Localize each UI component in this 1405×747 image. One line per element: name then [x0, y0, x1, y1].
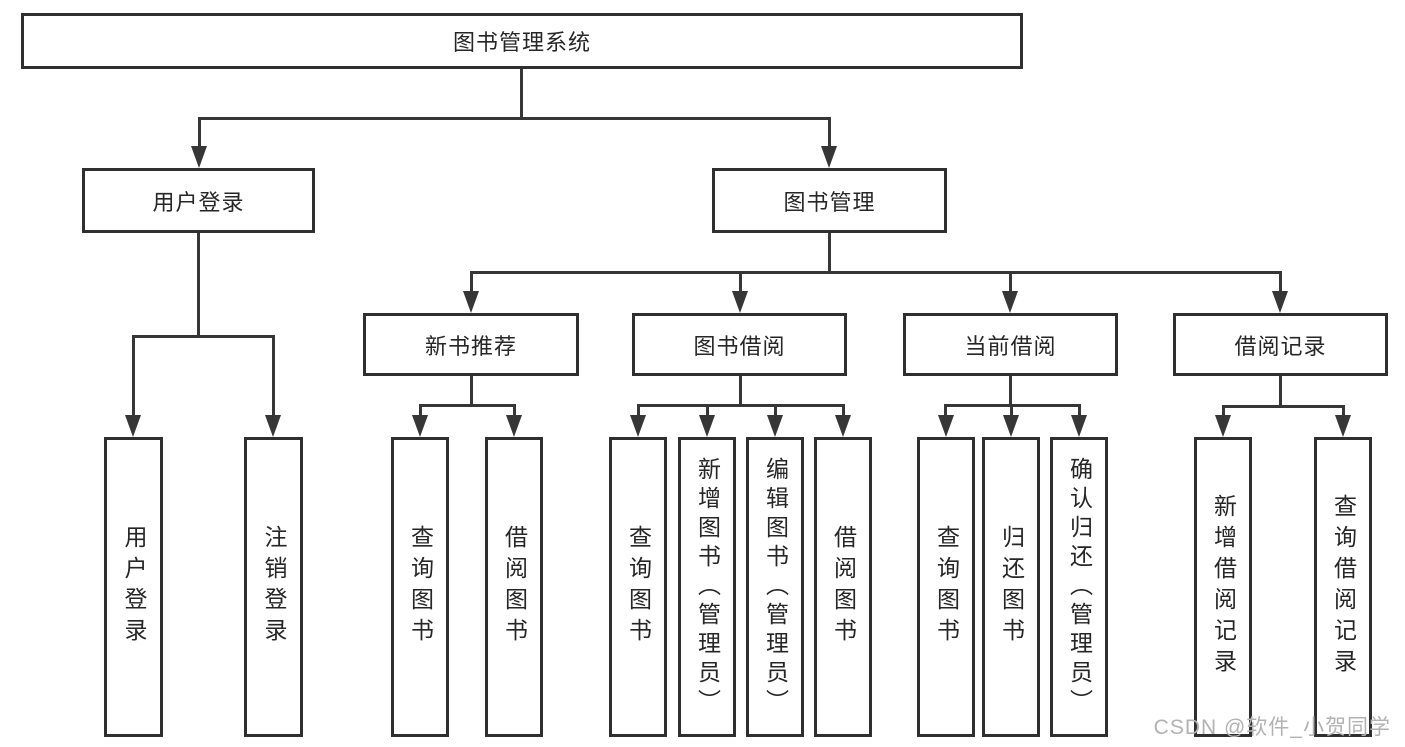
node-borrow-record-label: 借阅记录 [1234, 333, 1327, 359]
connector-newrec-trunk [470, 376, 473, 406]
connector-stem [1222, 405, 1225, 418]
leaf-query-record: 查询借阅记录 [1314, 437, 1372, 737]
leaf-edit-book: 编辑图书（管理员） [746, 437, 804, 737]
connector-stem-currentborrow [1009, 271, 1012, 294]
arrow-down-icon [767, 415, 783, 437]
arrow-down-icon [191, 146, 207, 168]
node-new-book-rec: 新书推荐 [363, 313, 579, 376]
connector-bookmgmt-bar [470, 271, 1281, 274]
leaf-add-book: 新增图书（管理员） [678, 437, 736, 737]
connector-root-trunk [520, 69, 523, 119]
connector-stem-book-mgmt [828, 117, 831, 150]
connector-stem [842, 404, 845, 418]
arrow-down-icon [630, 415, 646, 437]
connector-stem [774, 404, 777, 418]
leaf-query-book-a-label: 查询图书 [407, 525, 434, 649]
connector-borrowrecord-trunk [1279, 376, 1282, 407]
leaf-borrow-book-b: 借阅图书 [814, 437, 872, 737]
arrow-down-icon [1002, 291, 1018, 313]
connector-userlogin-trunk [197, 233, 200, 337]
connector-stem-user-login [198, 117, 201, 150]
connector-stem-borrowrecord [1279, 271, 1282, 294]
connector-stem [944, 404, 947, 418]
arrow-down-icon [1071, 415, 1087, 437]
arrow-down-icon [1003, 415, 1019, 437]
leaf-return-book: 归还图书 [982, 437, 1040, 737]
arrow-down-icon [1272, 291, 1288, 313]
leaf-user-login: 用户登录 [104, 437, 163, 737]
node-book-mgmt: 图书管理 [712, 168, 947, 233]
leaf-borrow-book-a-label: 借阅图书 [501, 525, 528, 649]
arrow-down-icon [506, 415, 522, 437]
leaf-query-book-c-label: 查询图书 [933, 525, 960, 649]
csdn-watermark: CSDN @软件_小贺同学 [1153, 716, 1391, 739]
connector-stem [513, 404, 516, 418]
connector-stem-leaf-logout [272, 335, 275, 418]
connector-stem-bookborrow [739, 271, 742, 294]
node-root-label: 图书管理系统 [452, 30, 591, 55]
connector-stem [1078, 404, 1081, 418]
leaf-confirm-return-label: 确认归还（管理员） [1066, 456, 1093, 718]
connector-userlogin-bar [132, 335, 274, 338]
arrow-down-icon [732, 291, 748, 313]
leaf-query-record-label: 查询借阅记录 [1330, 494, 1357, 680]
arrow-down-icon [938, 415, 954, 437]
connector-root-bar [198, 117, 830, 120]
node-book-borrow: 图书借阅 [632, 313, 847, 376]
leaf-add-record-label: 新增借阅记录 [1210, 494, 1237, 680]
node-book-borrow-label: 图书借阅 [693, 333, 786, 359]
node-user-login-label: 用户登录 [152, 189, 245, 215]
leaf-borrow-book-a: 借阅图书 [485, 437, 543, 737]
arrow-down-icon [412, 415, 428, 437]
arrow-down-icon [1215, 415, 1231, 437]
connector-bookborrow-bar [637, 404, 844, 407]
connector-stem [637, 404, 640, 418]
leaf-logout: 注销登录 [244, 437, 303, 737]
connector-newrec-bar [419, 404, 515, 407]
node-borrow-record: 借阅记录 [1173, 313, 1388, 376]
connector-currentborrow-trunk [1009, 376, 1012, 406]
leaf-confirm-return: 确认归还（管理员） [1050, 437, 1108, 737]
connector-bookborrow-trunk [739, 376, 742, 406]
leaf-user-login-label: 用户登录 [121, 525, 147, 649]
arrow-down-icon [463, 291, 479, 313]
leaf-query-book-a: 查询图书 [391, 437, 449, 737]
arrow-down-icon [699, 415, 715, 437]
leaf-add-record: 新增借阅记录 [1194, 437, 1252, 737]
leaf-return-book-label: 归还图书 [998, 525, 1025, 649]
arrow-down-icon [821, 146, 837, 168]
leaf-edit-book-label: 编辑图书（管理员） [762, 456, 789, 718]
node-new-book-rec-label: 新书推荐 [424, 333, 517, 359]
node-root: 图书管理系统 [21, 13, 1023, 69]
connector-stem [419, 404, 422, 418]
leaf-query-book-b: 查询图书 [609, 437, 667, 737]
leaf-query-book-c: 查询图书 [917, 437, 975, 737]
connector-stem [706, 404, 709, 418]
leaf-add-book-label: 新增图书（管理员） [694, 456, 721, 718]
arrow-down-icon [265, 415, 281, 437]
connector-borrowrecord-bar [1222, 405, 1344, 408]
leaf-query-book-b-label: 查询图书 [625, 525, 652, 649]
node-user-login: 用户登录 [82, 168, 315, 233]
connector-stem [1010, 404, 1013, 418]
arrow-down-icon [835, 415, 851, 437]
node-book-mgmt-label: 图书管理 [783, 189, 876, 215]
node-current-borrow-label: 当前借阅 [964, 333, 1057, 359]
connector-stem-leaf-userlogin [132, 335, 135, 418]
leaf-borrow-book-b-label: 借阅图书 [830, 525, 857, 649]
arrow-down-icon [125, 415, 141, 437]
leaf-logout-label: 注销登录 [261, 525, 287, 649]
arrow-down-icon [1335, 415, 1351, 437]
connector-stem [1342, 405, 1345, 418]
node-current-borrow: 当前借阅 [903, 313, 1118, 376]
connector-bookmgmt-trunk [828, 233, 831, 273]
connector-stem-newrec [470, 271, 473, 294]
